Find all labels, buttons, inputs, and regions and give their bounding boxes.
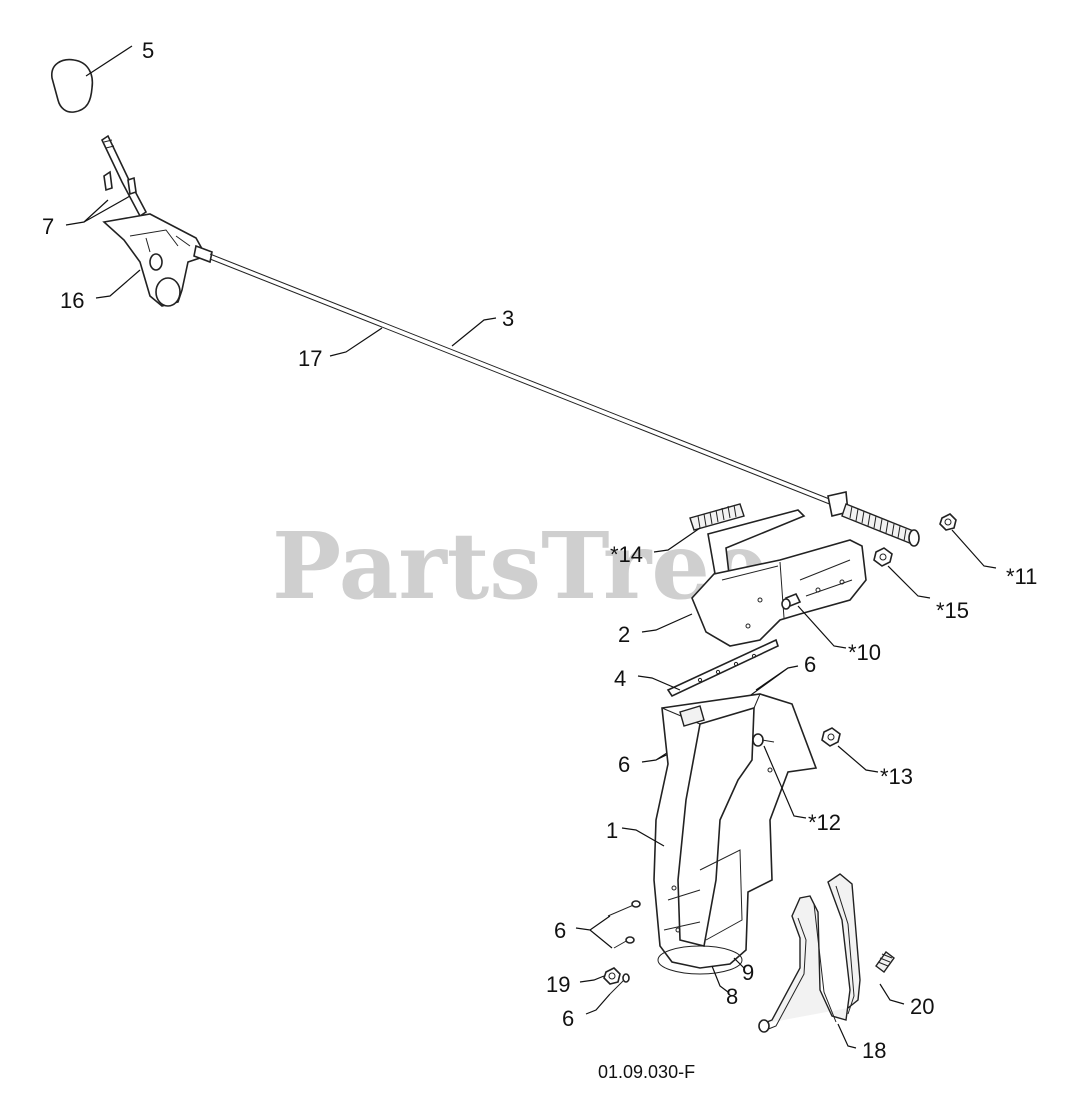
- callout-16: 16: [60, 288, 84, 313]
- leader-8: [711, 965, 729, 993]
- leader-19: [579, 975, 605, 983]
- leader-6-bottom: [585, 993, 611, 1015]
- callout-3: 3: [502, 306, 514, 331]
- part-bolts-6-lower: [607, 900, 641, 949]
- callout-11: *11: [1006, 564, 1037, 589]
- callout-15: *15: [936, 598, 969, 623]
- part-strip-4: [666, 638, 779, 698]
- callout-14: *14: [610, 542, 643, 567]
- part-nut-13: [821, 727, 841, 747]
- leader-12: [763, 745, 807, 819]
- callout-6-bottom: 6: [562, 1006, 574, 1031]
- leader-18: [837, 1023, 857, 1049]
- leader-3: [451, 317, 497, 347]
- part-bolt-12: [752, 733, 775, 747]
- part-nut-15: [873, 547, 893, 567]
- callout-19: 19: [546, 972, 570, 997]
- callout-8: 8: [726, 984, 738, 1009]
- callout-4: 4: [614, 666, 626, 691]
- callout-17: 17: [298, 346, 322, 371]
- callout-18: 18: [862, 1038, 886, 1063]
- leader-5: [85, 45, 133, 77]
- leader-9: [733, 957, 745, 969]
- callout-7: 7: [42, 214, 54, 239]
- part-nut-19: [603, 967, 621, 985]
- leader-1: [621, 827, 665, 847]
- callout-2: 2: [618, 622, 630, 647]
- part-shift-rod: [209, 253, 920, 547]
- callout-5: 5: [142, 38, 154, 63]
- part-nut-11: [939, 513, 957, 531]
- leader-10: [797, 605, 847, 649]
- diagram-code: 01.09.030-F: [598, 1062, 695, 1082]
- part-shift-lever-assembly: [100, 134, 213, 307]
- leader-6-low: [575, 915, 613, 949]
- callout-13: *13: [880, 764, 913, 789]
- leader-2: [641, 613, 693, 633]
- part-wire-rod-18: [758, 873, 861, 1033]
- leader-16: [95, 269, 141, 299]
- leader-11: [951, 529, 997, 569]
- part-knob: [51, 58, 94, 113]
- callout-20: 20: [910, 994, 934, 1019]
- leader-7b: [83, 195, 131, 223]
- callout-6-top: 6: [804, 652, 816, 677]
- part-spring-20: [875, 951, 895, 973]
- part-chute-deflector: [691, 509, 867, 647]
- leader-13: [837, 745, 879, 773]
- callout-6-low: 6: [554, 918, 566, 943]
- leader-4: [637, 675, 681, 691]
- callout-10: *10: [848, 640, 881, 665]
- callout-12: *12: [808, 810, 841, 835]
- leader-15: [887, 565, 931, 599]
- watermark: PartsTree: [272, 512, 768, 620]
- callout-6-mid: 6: [618, 752, 630, 777]
- part-spring-14: [689, 503, 745, 531]
- callout-9: 9: [742, 960, 754, 985]
- part-bolt-6-bottom: [609, 973, 630, 995]
- leader-20: [879, 983, 905, 1005]
- callout-1: 1: [606, 818, 618, 843]
- leader-14: [653, 527, 701, 553]
- part-chute-body: [653, 693, 818, 975]
- leader-17: [329, 327, 383, 357]
- part-fastener-10: [781, 592, 802, 610]
